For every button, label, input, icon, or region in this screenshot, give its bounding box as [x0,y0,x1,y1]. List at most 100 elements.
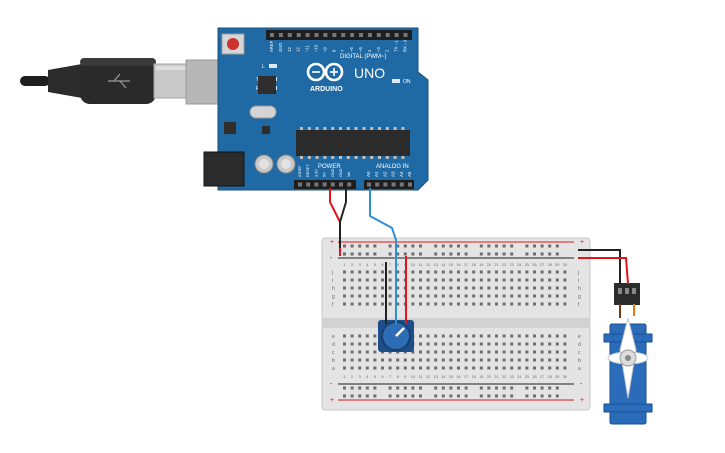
rail-sign: + [330,239,334,246]
column-number: 28 [548,263,552,267]
column-number: 1 [343,263,345,267]
row-letter: h [578,286,581,292]
arduino-logo-icon [306,62,344,82]
column-number: 21 [494,263,498,267]
row-letter: a [578,366,581,372]
column-number: 19 [479,375,483,379]
row-letter: c [332,350,335,356]
column-number: 21 [494,375,498,379]
row-letter: b [578,358,581,364]
arduino-logo-text: ARDUINO [310,86,343,93]
servo-motor [603,283,653,425]
column-number: 27 [540,375,544,379]
wires [329,188,635,324]
analog-pin-label: A2 [382,171,387,177]
power-pin-label: IOREF [298,165,302,177]
column-number: 25 [525,263,529,267]
column-number: 6 [381,375,383,379]
wire-a0-blue [369,188,397,324]
column-number: 5 [374,375,376,379]
column-number: 17 [464,375,468,379]
rail-sign: - [330,381,333,388]
column-number: 16 [456,263,460,267]
led-l-label: L [262,64,265,70]
column-number: 7 [389,375,391,379]
column-number: 3 [359,375,361,379]
row-letter: e [578,334,581,340]
analog-pin-label: A5 [407,171,412,177]
column-number: 29 [555,375,559,379]
row-letter: i [332,278,333,284]
column-number: 14 [441,263,445,267]
reset-button[interactable] [221,33,245,55]
row-letter: j [331,270,333,276]
column-number: 26 [532,263,536,267]
row-letter: c [578,350,581,356]
analog-pin-label: A0 [366,171,371,177]
power-pin-label: GND [339,168,343,177]
analog-pin-label: A3 [391,171,396,177]
row-letter: b [332,358,335,364]
column-number: 11 [419,263,423,267]
column-number: 29 [555,263,559,267]
digital-pin-label: 2 [385,49,390,52]
digital-pin-label: 12 [296,47,301,52]
column-number: 25 [525,375,529,379]
column-number: 8 [397,375,399,379]
digital-pin-label: 8 [331,49,336,52]
row-letter: f [578,302,580,308]
column-number: 5 [374,263,376,267]
power-pin-label: RESET [306,164,310,177]
digital-pin-label: ~11 [305,45,310,52]
row-letter: d [332,342,335,348]
column-number: 23 [510,375,514,379]
column-number: 23 [510,263,514,267]
row-letter: j [577,270,579,276]
column-number: 28 [548,375,552,379]
power-pin-label: 3.3V [314,169,318,177]
wire-gnd-black [339,188,347,248]
column-number: 24 [517,375,521,379]
column-number: 10 [411,263,415,267]
digital-pin-label: GND [278,43,283,52]
column-number: 11 [419,375,423,379]
row-letter: f [332,302,334,308]
digital-pin-label: ~5 [358,47,363,52]
digital-label: DIGITAL (PWM~) [340,54,387,60]
digital-pin-label: 13 [287,47,292,52]
column-number: 18 [472,375,476,379]
power-label: POWER [318,164,341,170]
power-pin-label: 5V [323,172,327,177]
column-number: 8 [397,263,399,267]
column-number: 12 [426,263,430,267]
board-model: UNO [354,65,385,81]
analog-pin-label: A4 [399,171,404,177]
potentiometer[interactable] [378,320,414,352]
power-pin-label: GND [331,168,335,177]
rail-sign: + [330,397,334,404]
rail-sign: + [580,397,584,404]
column-number: 2 [351,375,353,379]
column-number: 18 [472,263,476,267]
column-number: 6 [381,263,383,267]
column-number: 9 [404,375,406,379]
column-number: 30 [563,375,567,379]
row-letter: d [578,342,581,348]
rail-sign: - [580,381,583,388]
column-number: 15 [449,263,453,267]
led-on-label: ON [403,79,411,85]
column-number: 7 [389,263,391,267]
column-number: 4 [366,263,368,267]
digital-pin-label: 4 [367,49,372,52]
column-number: 1 [343,375,345,379]
digital-pin-label: AREF [269,40,274,52]
column-number: 20 [487,375,491,379]
digital-pin-label: ~3 [376,47,381,52]
row-letter: h [332,286,335,292]
